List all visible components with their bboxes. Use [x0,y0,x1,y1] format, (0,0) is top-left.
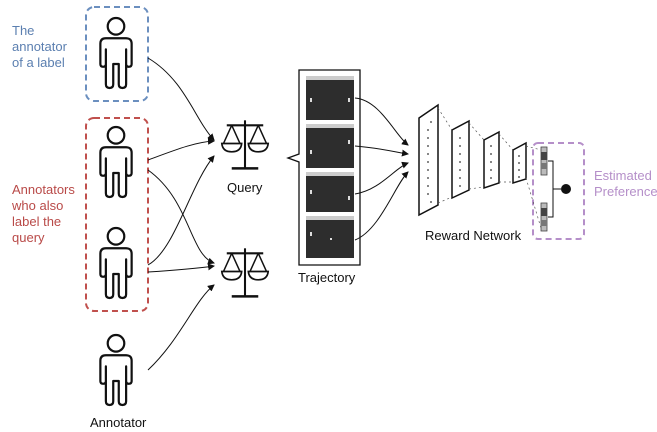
preference-output [540,146,571,232]
query-annotators-line3: label the [12,214,61,229]
second-scale-icon [220,246,270,298]
label-annotator-line3: of a label [12,55,65,70]
reward-network-label: Reward Network [425,228,522,243]
query-annotators-text: Annotators who also label the query [11,182,79,245]
query-scale-icon [220,118,270,170]
query-annotators-line2: who also [11,198,63,213]
estimated-preference-line1: Estimated [594,168,652,183]
person-icon-mid2 [99,226,133,300]
trajectory-arrows [354,97,409,241]
label-annotator-text: The annotator of a label [12,23,71,70]
trajectory-panel [286,69,361,266]
output-node [561,184,571,194]
trajectory-label: Trajectory [298,270,356,285]
reward-network [418,103,542,229]
annotator-label: Annotator [90,415,147,430]
label-annotator-line2: annotator [12,39,68,54]
estimated-preference-line2: Preference [594,184,657,199]
estimated-preference-text: Estimated Preference [594,168,657,199]
query-annotators-line4: query [12,230,45,245]
preference-box [532,142,585,240]
annotator-arrows [147,57,215,371]
query-annotators-line1: Annotators [12,182,75,197]
person-icon-bottom [99,333,133,407]
query-annotators-box [85,117,149,312]
label-annotator-line1: The [12,23,34,38]
person-icon-mid1 [99,125,133,199]
query-label: Query [227,180,263,195]
person-icon-top [99,16,133,90]
label-annotator-box [85,6,149,102]
